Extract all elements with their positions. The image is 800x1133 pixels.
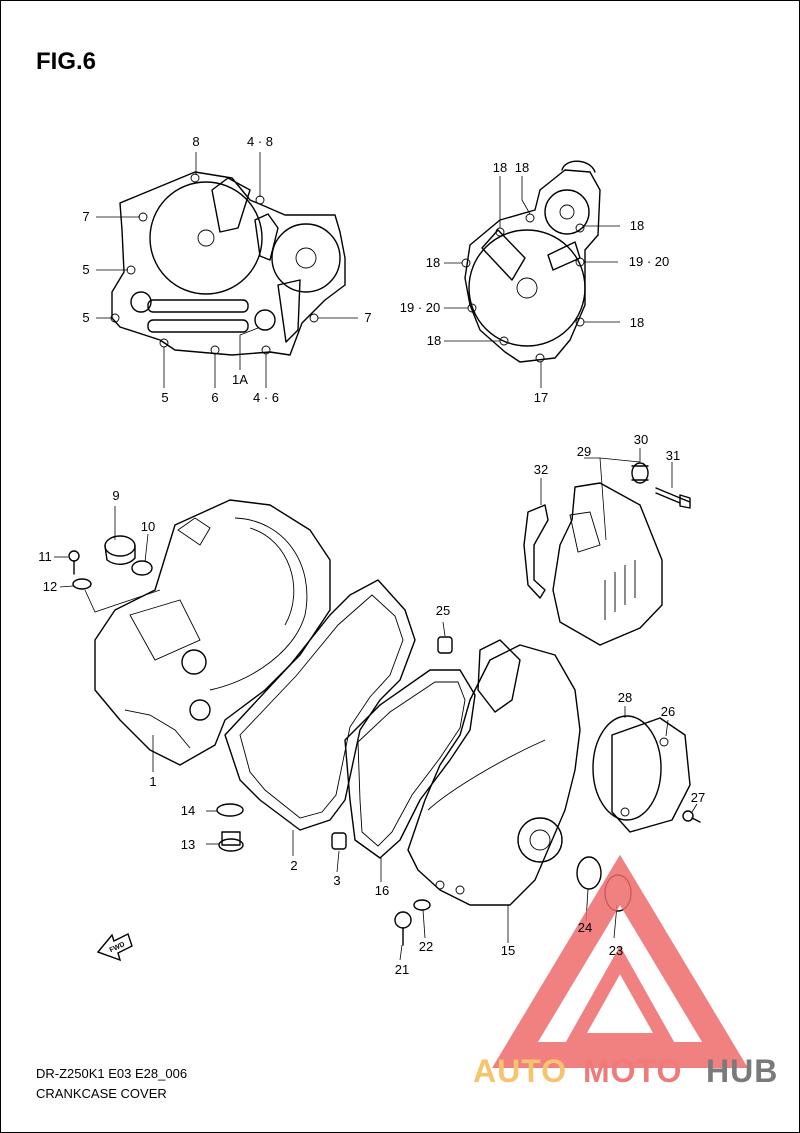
callout-21: 21 <box>395 962 409 977</box>
callout-22: 22 <box>419 939 433 954</box>
callout-29: 29 <box>577 444 591 459</box>
callout-30: 30 <box>634 432 648 447</box>
callout-23: 23 <box>609 943 623 958</box>
callout-16: 16 <box>375 883 389 898</box>
callout-5: 5 <box>161 390 168 405</box>
forward-arrow-icon: FWD <box>96 933 133 962</box>
callout-4-8: 4 · 8 <box>247 134 273 149</box>
callout-3: 3 <box>333 873 340 888</box>
watermark-brand-hub: HUB <box>706 1053 778 1089</box>
watermark-brand-moto: MOTO <box>583 1053 682 1089</box>
callout-18: 18 <box>427 333 441 348</box>
callout-24: 24 <box>578 920 592 935</box>
callout-7: 7 <box>364 310 371 325</box>
callout-8: 8 <box>192 134 199 149</box>
callout-1: 1 <box>149 774 156 789</box>
callout-27: 27 <box>691 790 705 805</box>
callout-19-20: 19 · 20 <box>400 300 440 315</box>
callout-19-20: 19 · 20 <box>629 254 669 269</box>
callout-9: 9 <box>112 488 119 503</box>
callout-32: 32 <box>534 462 548 477</box>
callout-17: 17 <box>534 390 548 405</box>
watermark-brand-auto: AUTO <box>473 1053 567 1089</box>
callout-15: 15 <box>501 943 515 958</box>
callout-4-6: 4 · 6 <box>253 390 279 405</box>
diagram-caption: CRANKCASE COVER <box>36 1086 167 1101</box>
crankcase-cover-group <box>54 499 331 772</box>
callout-18: 18 <box>630 315 644 330</box>
sprocket-cover-group <box>523 448 691 646</box>
callout-5: 5 <box>82 262 89 277</box>
callout-2: 2 <box>290 858 297 873</box>
gasket-group <box>206 579 476 882</box>
callout-12: 12 <box>43 579 57 594</box>
callout-13: 13 <box>181 837 195 852</box>
figure-title: FIG.6 <box>36 48 97 75</box>
callout-28: 28 <box>618 690 632 705</box>
model-code: DR-Z250K1 E03 E28_006 <box>36 1066 188 1081</box>
clutch-cover-detail <box>96 152 358 388</box>
magneto-cover-group <box>394 639 701 961</box>
callout-18: 18 <box>426 255 440 270</box>
callout-18: 18 <box>630 218 644 233</box>
callout-11: 11 <box>38 549 52 564</box>
callout-14: 14 <box>181 803 195 818</box>
magneto-cover-detail <box>444 160 620 388</box>
callout-26: 26 <box>661 704 675 719</box>
callout-18: 18 <box>493 160 507 175</box>
callout-6: 6 <box>211 390 218 405</box>
callout-7: 7 <box>82 209 89 224</box>
automotohub-watermark-logo <box>492 854 748 1068</box>
callout-1a: 1A <box>232 372 248 387</box>
callout-18: 18 <box>515 160 529 175</box>
callout-5: 5 <box>82 310 89 325</box>
callout-25: 25 <box>436 603 450 618</box>
callout-10: 10 <box>141 519 155 534</box>
callout-31: 31 <box>666 448 680 463</box>
